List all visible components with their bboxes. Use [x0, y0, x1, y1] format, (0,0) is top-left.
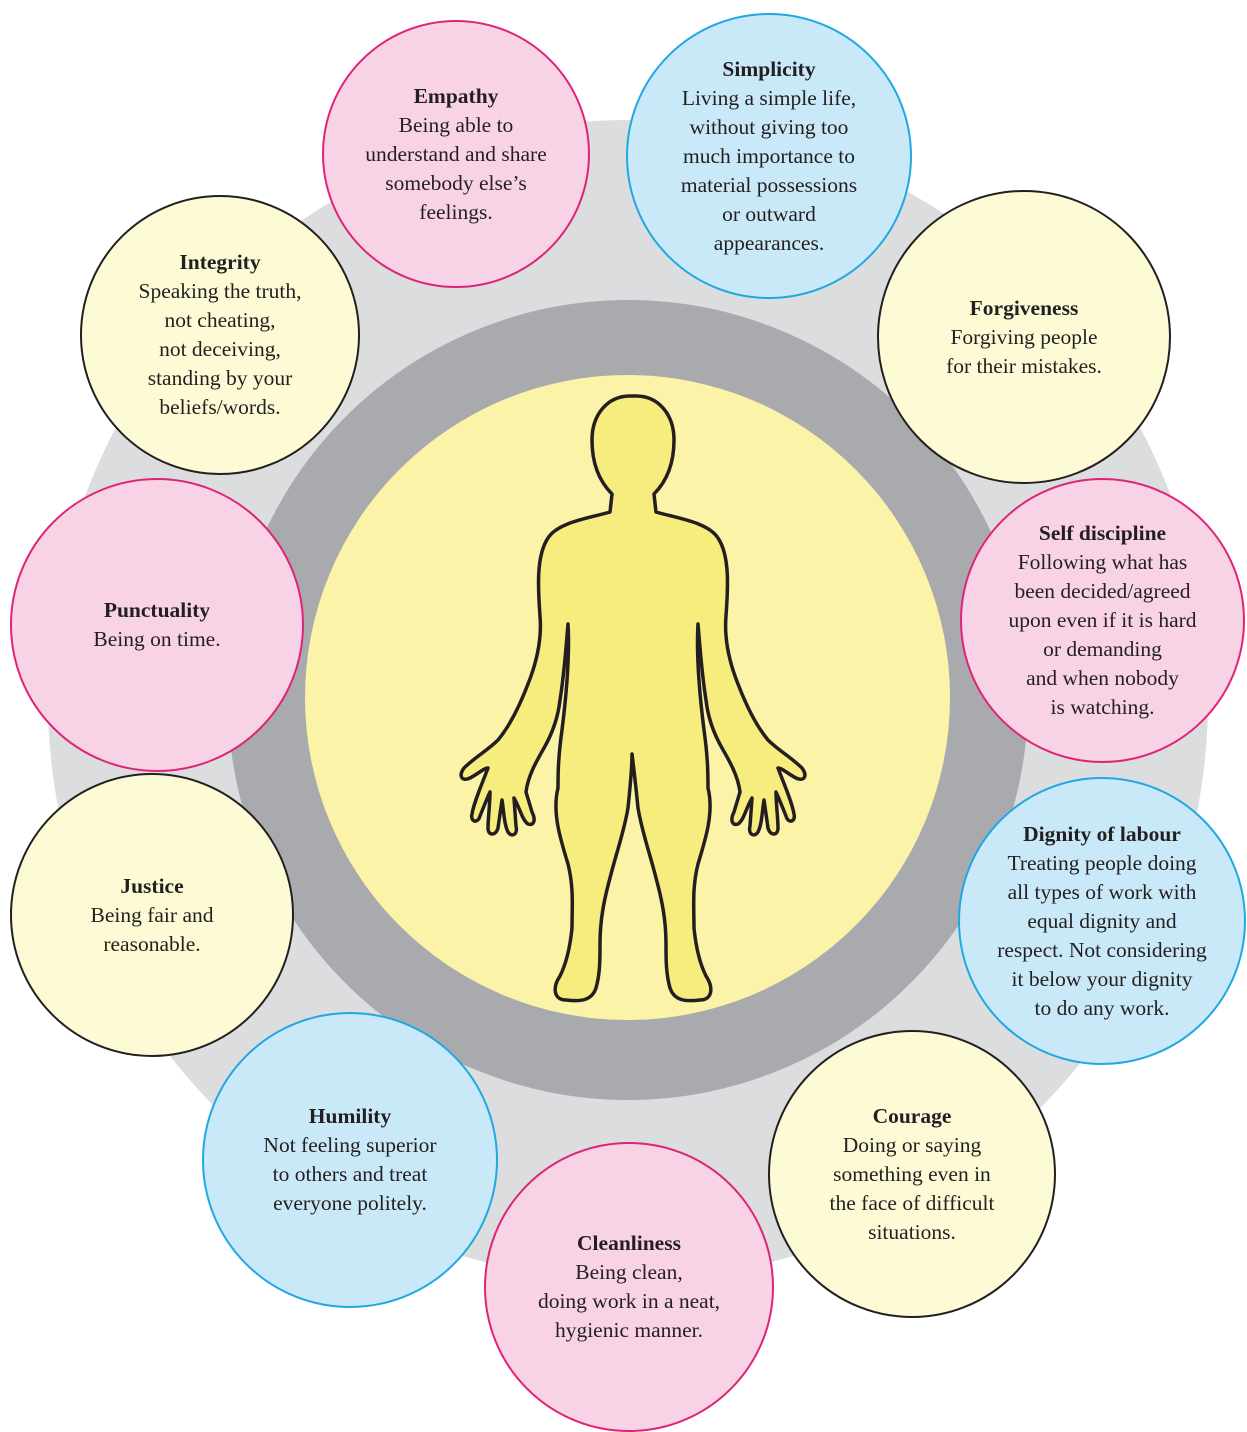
value-courage: Courage Doing or saying something even i… — [768, 1030, 1056, 1318]
value-cleanliness: Cleanliness Being clean, doing work in a… — [484, 1142, 774, 1432]
value-title: Humility — [308, 1104, 392, 1128]
value-forgiveness: Forgiveness Forgiving people for their m… — [877, 190, 1171, 484]
value-title: Simplicity — [722, 56, 816, 81]
value-description: Being on time. — [93, 627, 221, 651]
value-description: Speaking the truth, not cheating, not de… — [138, 279, 302, 419]
value-title: Punctuality — [103, 598, 211, 622]
value-self-discipline: Self discipline Following what has been … — [960, 478, 1245, 763]
value-title: Integrity — [179, 250, 261, 274]
value-title: Self discipline — [1038, 521, 1167, 545]
value-description: Being fair and reasonable. — [90, 902, 214, 956]
value-description: Living a simple life, without giving too… — [680, 85, 858, 255]
value-title: Cleanliness — [577, 1231, 681, 1255]
value-description: Doing or saying something even in the fa… — [829, 1132, 995, 1244]
value-description: Treating people doing all types of work … — [997, 850, 1207, 1020]
value-description: Being clean, doing work in a neat, hygie… — [537, 1260, 721, 1342]
value-title: Courage — [872, 1103, 952, 1128]
value-punctuality: Punctuality Being on time. — [10, 478, 304, 772]
value-title: Forgiveness — [969, 295, 1079, 320]
value-title: Empathy — [413, 83, 499, 108]
value-integrity: Integrity Speaking the truth, not cheati… — [80, 195, 360, 475]
value-dignity-of-labour: Dignity of labour Treating people doing … — [958, 777, 1246, 1065]
value-description: Forgiving people for their mistakes. — [946, 324, 1102, 378]
value-simplicity: Simplicity Living a simple life, without… — [626, 13, 912, 299]
value-title: Dignity of labour — [1023, 821, 1181, 846]
value-justice: Justice Being fair and reasonable. — [10, 773, 294, 1057]
value-description: Not feeling superior to others and treat… — [263, 1133, 437, 1215]
value-description: Following what has been decided/agreed u… — [1008, 550, 1197, 719]
value-description: Being able to understand and share someb… — [365, 112, 547, 224]
value-humility: Humility Not feeling superior to others … — [202, 1012, 498, 1308]
value-empathy: Empathy Being able to understand and sha… — [322, 20, 590, 288]
value-title: Justice — [120, 873, 184, 898]
human-figure-icon — [459, 394, 807, 1003]
